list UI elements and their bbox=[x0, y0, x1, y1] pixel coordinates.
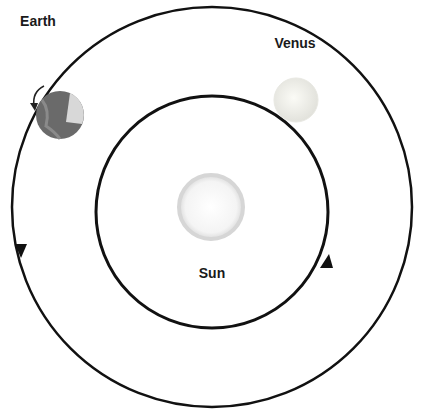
venus-orbit bbox=[96, 96, 328, 328]
rotation-arrowhead bbox=[30, 103, 38, 111]
earth-disc bbox=[36, 91, 84, 139]
orbit-arrowhead bbox=[15, 244, 27, 258]
earth-sunlit-side bbox=[66, 93, 84, 124]
earth-shading bbox=[42, 100, 60, 139]
sun-label: Sun bbox=[199, 266, 225, 281]
sun-disc bbox=[179, 175, 243, 239]
orbit-arrowhead bbox=[320, 254, 333, 268]
planet-label: Venus bbox=[274, 36, 315, 51]
venus-disc bbox=[274, 78, 318, 122]
earth-orbit bbox=[12, 7, 412, 407]
planet-label: Earth bbox=[20, 14, 56, 29]
